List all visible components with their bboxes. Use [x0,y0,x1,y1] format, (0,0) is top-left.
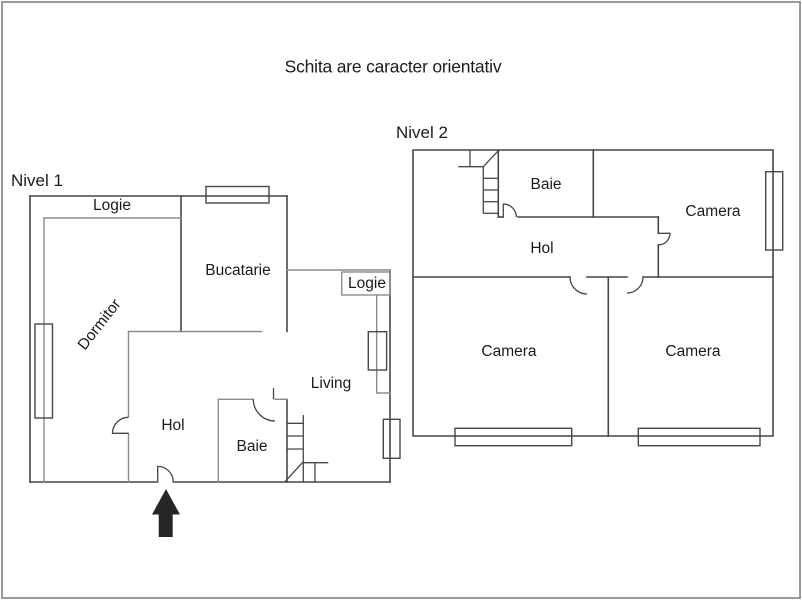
nivel1-windows [34,185,401,459]
window-icon [34,323,54,419]
nivel2-label: Nivel 2 [396,123,448,142]
nivel2-walls [412,149,774,437]
nivel1-label: Nivel 1 [11,171,63,190]
room-label-bucatarie: Bucatarie [205,262,271,279]
nivel2-windows [454,170,784,447]
disclaimer-title: Schita are caracter orientativ [284,56,502,77]
nivel1-staircase-icon [284,415,329,483]
entrance-arrow-icon [152,489,180,537]
baie1-door-arc-icon [252,399,276,422]
window-icon [367,331,388,371]
room-label-camera-bottom-right: Camera [665,343,721,360]
logie-right-box [341,271,391,296]
baie2-door-arc-icon [502,203,517,218]
window-icon [205,185,270,204]
room-label-baie-n2: Baie [530,176,562,193]
room-label-baie-n1: Baie [236,438,268,455]
room-label-camera-bottom-left: Camera [481,343,537,360]
camera-right-door-arc-icon [626,276,644,294]
nivel2-plan [412,149,784,447]
room-label-living: Living [310,375,352,392]
window-icon [454,427,573,447]
camera-top-door-arc-icon [658,232,671,246]
room-label-camera-top: Camera [685,203,741,220]
window-icon [637,427,761,447]
dormitor-door-arc-icon [111,416,129,434]
window-icon [765,170,784,251]
nivel1-plan [29,185,401,537]
entrance-door-arc-icon [157,465,174,483]
nivel2-doors [502,203,671,295]
window-icon [382,418,401,459]
room-label-logie-top: Logie [93,197,131,214]
nivel2-staircase-icon [458,150,499,214]
nivel1-partitions [43,217,391,483]
room-label-hol-n1: Hol [161,417,185,434]
room-label-hol-n2: Hol [530,240,554,257]
camera-left-door-arc-icon [569,276,588,295]
nivel1-doors [111,388,276,483]
room-label-logie-right: Logie [348,275,386,292]
